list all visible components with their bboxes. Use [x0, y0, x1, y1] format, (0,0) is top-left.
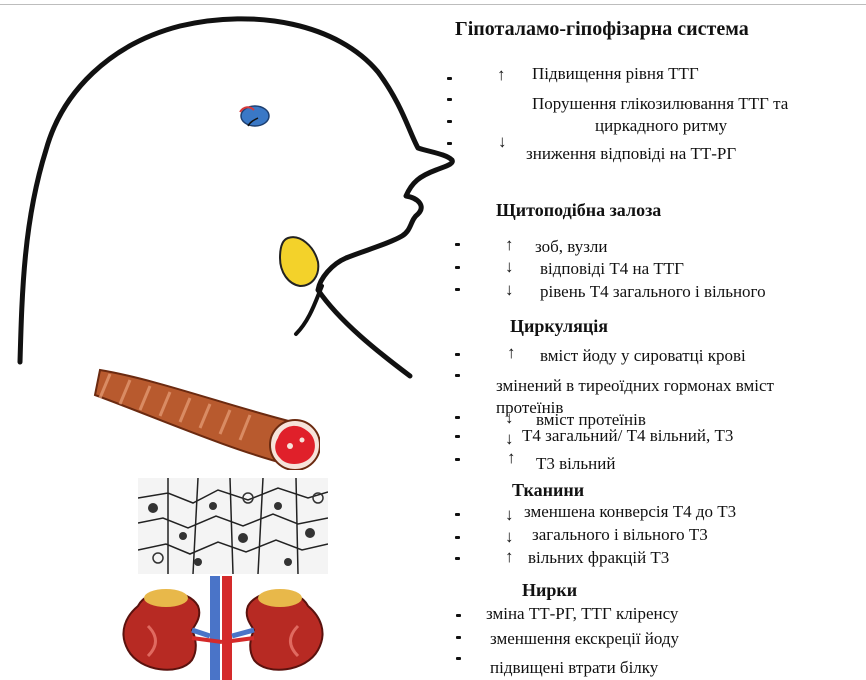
arrow-up-icon: ↑: [505, 548, 514, 565]
list-item: зменшення екскреції йоду: [490, 629, 679, 649]
vein: [210, 576, 220, 680]
bullet: [455, 536, 460, 539]
list-item: Т3 вільний: [536, 454, 615, 474]
list-item: Порушення глікозилювання ТТГ та: [532, 94, 788, 114]
bullet: [456, 636, 461, 639]
bullet: [455, 266, 460, 269]
bullet: [456, 614, 461, 617]
list-item: вільних фракцій Т3: [528, 548, 669, 568]
bullet: [447, 142, 452, 145]
brain-pituitary-icon: [241, 106, 269, 126]
list-item: зоб, вузли: [535, 237, 608, 257]
list-item: зниження відповіді на ТТ-РГ: [526, 144, 736, 164]
bullet: [447, 120, 452, 123]
list-item: відповіді Т4 на ТТГ: [540, 259, 684, 279]
section-title-kidneys: Нирки: [522, 580, 577, 601]
bullet: [455, 374, 460, 377]
arrow-down-icon: ↓: [505, 409, 514, 426]
blood-vessel-illustration: [90, 360, 320, 470]
list-item: змінений в тиреоїдних гормонах вміст: [496, 376, 774, 396]
kidneys-illustration: [118, 576, 328, 680]
arrow-down-icon: ↓: [505, 528, 514, 545]
list-item: Т4 загальний/ Т4 вільний, Т3: [522, 426, 733, 446]
bullet: [456, 657, 461, 660]
arrow-up-icon: ↑: [507, 344, 516, 361]
head-outline: [20, 19, 452, 376]
artery: [222, 576, 232, 680]
bullet: [455, 243, 460, 246]
bullet: [455, 353, 460, 356]
arrow-down-icon: ↓: [505, 430, 514, 447]
list-item: Підвищення рівня ТТГ: [532, 64, 699, 84]
arrow-down-icon: ↓: [505, 281, 514, 298]
list-item: підвищені втрати білку: [490, 658, 658, 678]
list-item: рівень Т4 загального і вільного: [540, 282, 766, 302]
list-item: вміст йоду у сироватці крові: [540, 346, 746, 366]
list-item: циркадного ритму: [595, 116, 727, 136]
chin-neck-line: [296, 286, 322, 334]
bullet: [455, 416, 460, 419]
bullet: [455, 288, 460, 291]
top-divider: [0, 4, 866, 5]
arrow-up-icon: ↑: [505, 236, 514, 253]
bullet: [447, 98, 452, 101]
arrow-up-icon: ↑: [497, 66, 506, 83]
bullet: [455, 435, 460, 438]
thyroid-gland-icon: [280, 237, 318, 286]
arrow-up-icon: ↑: [507, 449, 516, 466]
tissue-cells-illustration: [138, 478, 328, 574]
bullet: [455, 557, 460, 560]
list-item: зміна ТТ-РГ, ТТГ кліренсу: [486, 604, 678, 624]
head-profile-illustration: [0, 10, 460, 380]
section-title-hypothalamus: Гіпоталамо-гіпофізарна система: [455, 18, 749, 41]
section-title-thyroid: Щитоподібна залоза: [496, 200, 661, 221]
section-title-circulation: Циркуляція: [510, 316, 608, 337]
arrow-down-icon: ↓: [505, 506, 514, 523]
section-title-tissues: Тканини: [512, 480, 584, 501]
bullet: [447, 77, 452, 80]
arrow-down-icon: ↓: [498, 133, 507, 150]
bullet: [455, 458, 460, 461]
list-item: загального і вільного Т3: [532, 525, 708, 545]
bullet: [455, 513, 460, 516]
list-item: зменшена конверсія Т4 до Т3: [524, 502, 736, 522]
arrow-down-icon: ↓: [505, 258, 514, 275]
